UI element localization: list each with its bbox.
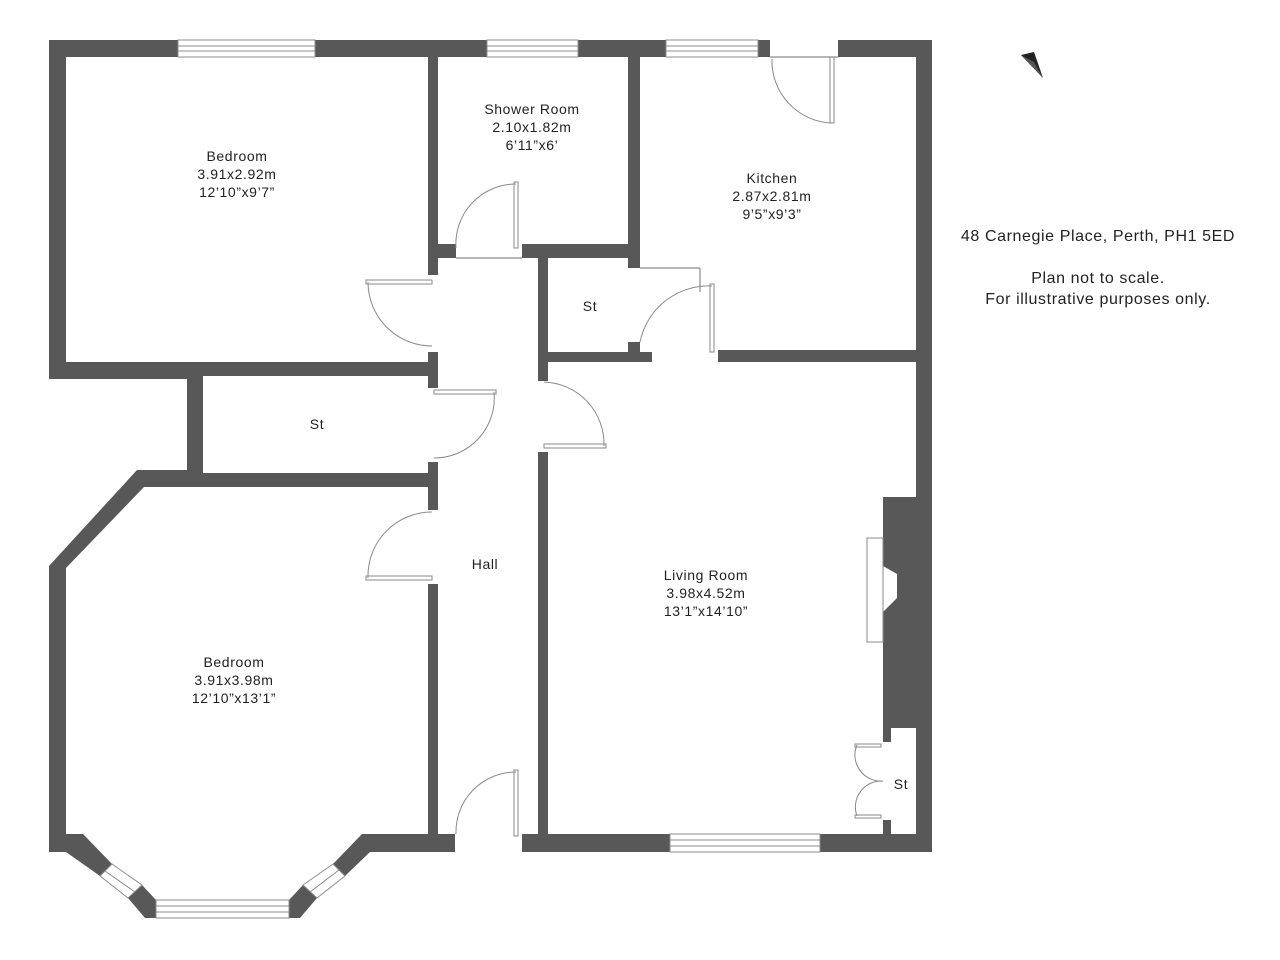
window-bay-left [99,863,143,899]
door-shower-room [455,181,522,259]
window-bay-right [302,863,346,899]
kitchen-metric: 2.87x2.81m [732,188,811,204]
door-living-room [543,381,607,449]
window-shower-room [486,39,579,58]
window-bay-bottom [155,899,290,919]
shower-room-metric: 2.10x1.82m [492,119,571,135]
living-room-imperial: 13’1”x14’10” [664,603,748,619]
door-kitchen-internal [639,267,715,353]
walls [49,40,932,918]
bedroom-2-imperial: 12’10”x13’1” [192,690,276,706]
living-room-name: Living Room [664,567,748,583]
disclaimer-line-2: For illustrative purposes only. [985,291,1211,308]
north-arrow-icon [1021,52,1043,78]
bedroom-1-metric: 3.91x2.92m [197,166,276,182]
store-hall-name: St [310,416,324,432]
shower-room-imperial: 6’11”x6’ [506,137,559,153]
door-hall-store [433,389,497,459]
door-bedroom-bottom [365,511,433,581]
door-kitchen-external [770,56,838,124]
window-bedroom-top [177,39,316,58]
bedroom-1-imperial: 12’10”x9’7” [199,184,275,200]
fireplace-hearth [866,537,884,643]
property-address: 48 Carnegie Place, Perth, PH1 5ED [960,228,1236,245]
hall-name: Hall [472,556,499,572]
kitchen-name: Kitchen [747,170,798,186]
door-bedroom-top [365,279,433,347]
windows [99,39,884,919]
window-living-room [669,833,821,853]
room-labels: Bedroom 3.91x2.92m 12’10”x9’7” Shower Ro… [192,101,908,792]
store-living-name: St [894,776,908,792]
bedroom-2-metric: 3.91x3.98m [194,672,273,688]
living-room-metric: 3.98x4.52m [666,585,745,601]
door-living-store [854,743,884,819]
bedroom-1-name: Bedroom [206,148,267,164]
window-kitchen [665,39,759,58]
doors [365,56,884,837]
bedroom-2-name: Bedroom [203,654,264,670]
disclaimer-line-1: Plan not to scale. [1031,270,1165,287]
shower-room-name: Shower Room [484,101,579,117]
kitchen-imperial: 9’5”x9’3” [742,206,801,222]
store-kitchen-name: St [583,298,597,314]
door-front [455,769,519,837]
